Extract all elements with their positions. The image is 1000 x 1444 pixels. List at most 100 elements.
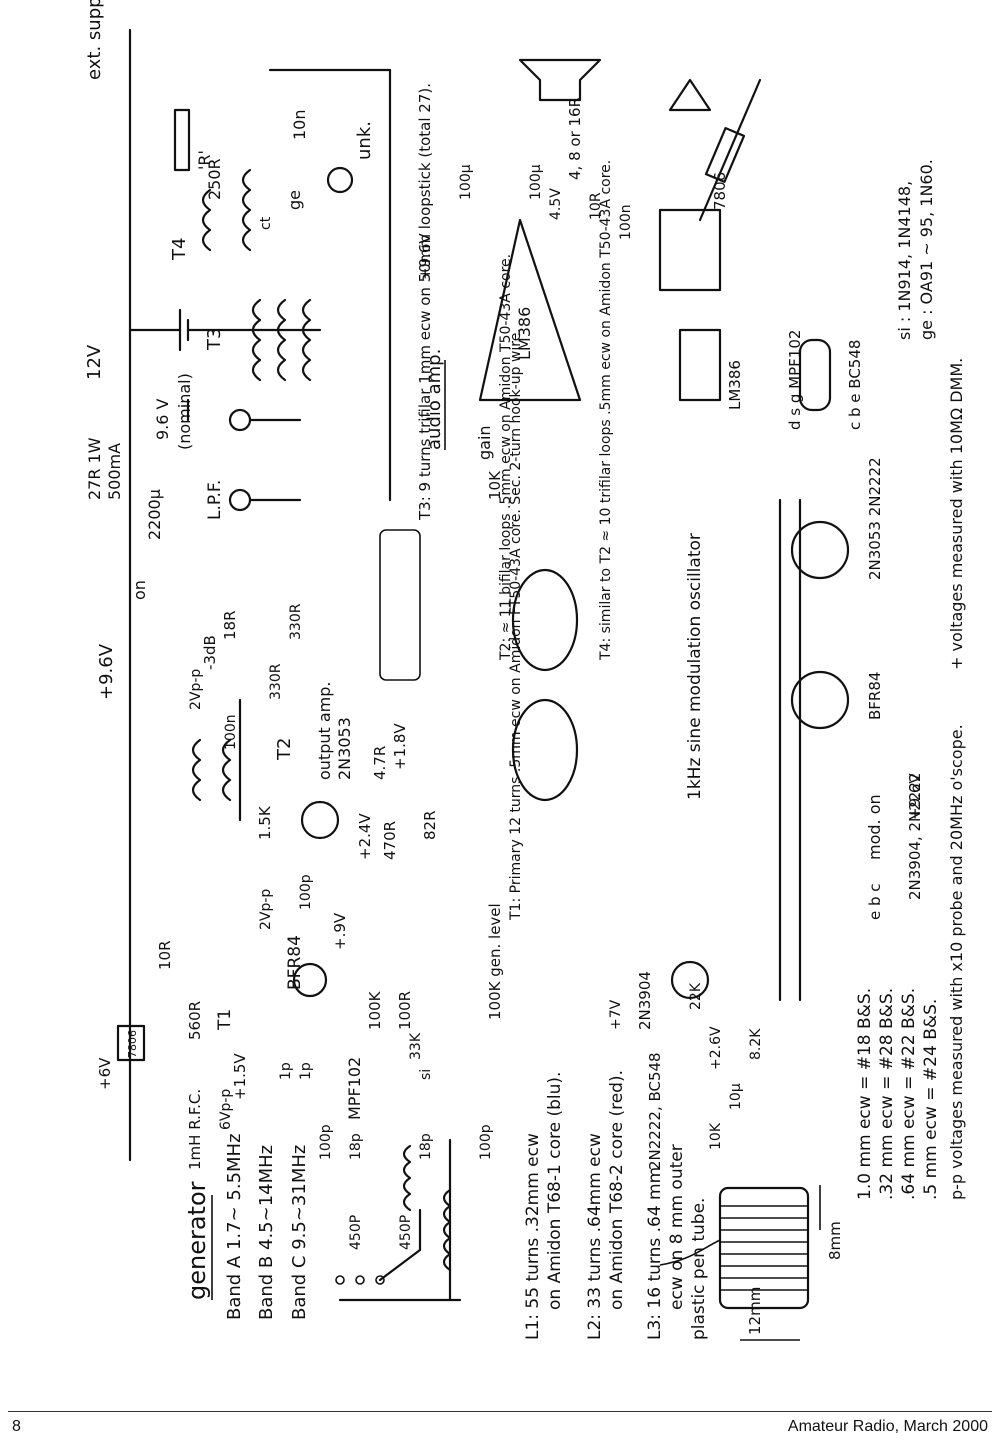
speaker-symbol	[518, 58, 602, 102]
label-560r: 560R	[186, 1001, 204, 1040]
label-6vpp: 6Vp-p	[218, 1089, 234, 1130]
label-pin-mpf: d s g MPF102	[786, 330, 804, 430]
label-pin-lm386: LM386	[726, 360, 744, 410]
label-250r: 250R	[205, 158, 224, 200]
label-100k: 100K	[366, 990, 384, 1030]
label-diode-si: si : 1N914, 1N4148,	[895, 181, 914, 340]
label-1p-b: 1p	[298, 1062, 314, 1080]
label-15v: +1.5V	[231, 1053, 249, 1100]
pinout-7806	[658, 208, 722, 292]
q-bfr84-symbol	[292, 962, 328, 998]
label-33k: 33K	[408, 1032, 424, 1060]
note-dmm: + voltages measured with 10MΩ DMM.	[947, 358, 966, 670]
label-diode-ge: ge : OA91 ~ 95, 1N60.	[917, 159, 936, 340]
publication-info: Amateur Radio, March 2000	[787, 1418, 988, 1435]
label-2n2222-bc548: 2N2222, BC548	[646, 1052, 664, 1170]
label-12v: 12V	[84, 344, 105, 380]
label-500ma: 500mA	[105, 443, 124, 500]
label-mod-on: mod. on	[865, 794, 884, 860]
pinout-bfr84	[790, 670, 850, 730]
label-output-amp: output amp.	[315, 682, 334, 781]
label-330r-a: 330R	[268, 663, 284, 700]
label-09v: +.9V	[331, 912, 349, 950]
label-pin-bfr84: BFR84	[866, 672, 884, 720]
label-10k-b: 10K	[708, 1122, 724, 1150]
label-100u-a: 100µ	[458, 164, 474, 200]
label-450p-a: 450P	[348, 1215, 364, 1250]
label-2n3904: 2N3904	[636, 971, 654, 1030]
label-470r: 470R	[381, 821, 399, 860]
label-t4: T4	[169, 238, 190, 261]
label-7806: 7806	[126, 1030, 139, 1058]
label-rfc: 1mH R.F.C.	[186, 1089, 204, 1170]
label-3db: -3dB	[201, 635, 219, 670]
label-batt-96: 9.6 V	[153, 398, 172, 440]
diode-drawing	[668, 78, 762, 222]
label-10n: 10n	[290, 110, 309, 141]
label-10r: 10R	[156, 940, 174, 970]
wire-row-3: .64 mm ecw = #22 B&S.	[899, 988, 919, 1200]
wire-row-4: .5 mm ecw = #24 B&S.	[921, 999, 941, 1200]
label-ext-supply: ext. supply/charge.	[84, 0, 105, 80]
label-330r-b: 330R	[288, 603, 304, 640]
label-ct: ct	[258, 216, 274, 230]
label-mpf102: MPF102	[345, 1057, 364, 1120]
label-gen-level: 100K gen. level	[486, 903, 504, 1020]
unk-connector	[326, 166, 354, 194]
q-osc-symbol	[670, 960, 710, 1000]
label-unk: unk.	[354, 121, 375, 160]
label-100p-c: 100p	[478, 1124, 494, 1160]
label-audio-amp: audio amp.	[424, 349, 445, 450]
pinout-lm386	[678, 328, 722, 402]
label-nominal: (nominal)	[175, 373, 194, 450]
label-bfr84: BFR84	[285, 935, 305, 990]
label-2n3053: 2N3053	[335, 717, 354, 780]
t2-description: T2: ≈ 11 bifilar loops .5mm ecw on Amido…	[498, 254, 514, 661]
schematic-diagram: generator Band A 1.7~ 5.5MHz Band B 4.5~…	[84, 0, 966, 1341]
label-t2: T2	[274, 738, 295, 761]
label-osc-title: 1kHz sine modulation oscillator	[685, 533, 705, 800]
label-15k: 1.5K	[256, 805, 274, 840]
label-lm386: LM386	[515, 307, 534, 360]
label-26v: +2.6V	[708, 1026, 724, 1070]
label-24v: +2.4V	[356, 813, 374, 860]
label-18p-a: 18p	[348, 1133, 364, 1160]
label-2vpp-out: 2Vp-p	[188, 669, 204, 710]
q-2n3053-symbol	[300, 800, 340, 840]
note-pp: p-p voltages measured with x10 probe and…	[947, 724, 966, 1200]
label-2200u: 2200µ	[145, 489, 164, 540]
pinout-to92	[798, 338, 832, 412]
label-pin-ebc: e b c	[866, 883, 884, 920]
label-7v: +7V	[608, 999, 624, 1030]
label-plus96v: +9.6V	[96, 643, 117, 700]
lpf-connector-out	[228, 408, 252, 432]
label-82k: 8.2K	[748, 1028, 764, 1060]
footer-divider	[8, 1411, 992, 1412]
label-on: on	[130, 580, 149, 600]
label-82r: 82R	[421, 810, 439, 840]
label-lpf: L.P.F.	[205, 480, 225, 520]
page-number: 8	[12, 1418, 21, 1435]
loopstick-drawing	[379, 529, 421, 681]
label-47r: 4.7R	[371, 746, 389, 780]
label-t1: T1	[215, 1009, 235, 1031]
label-plus96-b: +9.6V	[416, 233, 434, 280]
coil-l3-c: plastic pen tube.	[689, 1198, 709, 1340]
coil-dim-dia: 12mm	[746, 1287, 764, 1335]
label-100p-b: 100p	[318, 1124, 334, 1160]
wire-row-1: 1.0 mm ecw = #18 B&S.	[855, 988, 875, 1200]
wire-row-2: .32 mm ecw = #28 B&S.	[877, 988, 897, 1200]
label-18v: +1.8V	[391, 723, 409, 770]
label-plus96-c: +9.6V	[906, 773, 924, 820]
label-45v: 4.5V	[548, 188, 564, 220]
band-switch	[335, 1138, 462, 1302]
band-c: Band C 9.5~31MHz	[289, 1145, 310, 1320]
label-r-prime: 'R'	[195, 150, 214, 170]
t1-description: T1: Primary 12 turns .5mm ecw on Amidon …	[508, 328, 524, 921]
lpf-connector-in	[228, 488, 252, 512]
lm386-symbol	[478, 218, 582, 402]
label-speaker: 4, 8 or 16R	[566, 97, 584, 180]
label-pin-bc548: c b e BC548	[846, 340, 864, 430]
t3-transformer: T3	[204, 298, 312, 382]
